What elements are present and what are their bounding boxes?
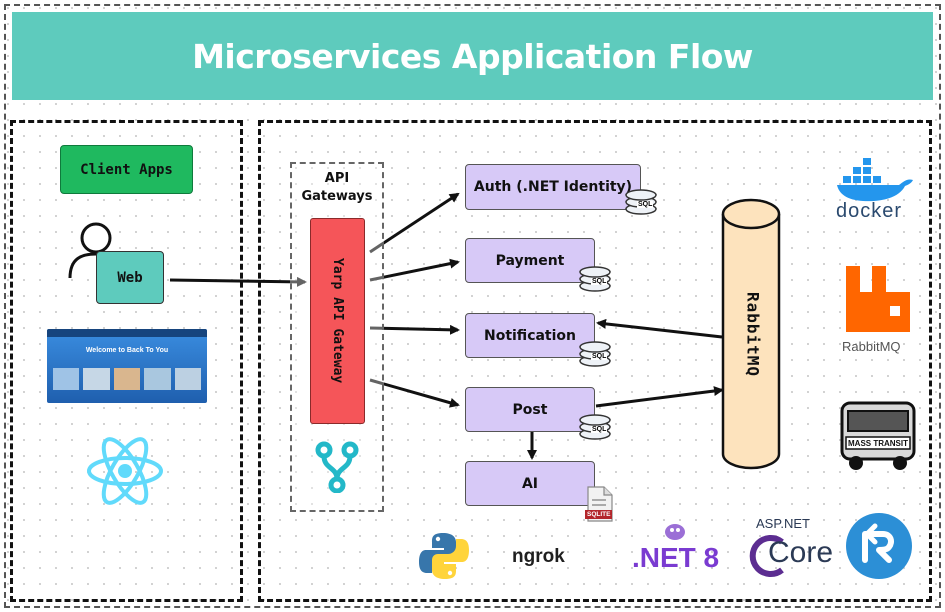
aspnet-core-label: Core	[768, 536, 834, 569]
aspnet-core-logo: ASP.NET Core	[748, 516, 833, 582]
masstransit-logo: MASS TRANSIT	[836, 393, 920, 473]
api-gateways-heading: API Gateways	[301, 171, 373, 204]
rabbitmq-label: RabbitMQ	[743, 292, 763, 378]
diagram-title: Microservices Application Flow	[192, 36, 753, 76]
auth-sql-label: SQL	[637, 201, 654, 208]
ngrok-logo: ngrok	[512, 546, 565, 567]
backend-panel	[258, 120, 932, 602]
payment-service: Payment	[465, 238, 595, 283]
arrow-rabbitmq-to-notification	[596, 318, 723, 339]
auth-service: Auth (.NET Identity)	[465, 164, 641, 210]
payment-sql-db-icon: SQL	[577, 262, 613, 292]
ai-service: AI	[465, 461, 595, 506]
auth-sql-db-icon: SQL	[623, 185, 659, 215]
rabbitmq-logo: RabbitMQ	[840, 262, 916, 358]
yarp-api-gateway: Yarp API Gateway	[310, 218, 365, 424]
payment-sql-label: SQL	[591, 278, 608, 285]
sqlite-label: SQLITE	[585, 510, 613, 519]
notification-sql-label: SQL	[591, 353, 608, 360]
sqlite-file-icon: SQLITE	[584, 486, 616, 522]
arrow-post-to-rabbitmq	[595, 386, 724, 408]
arrow-gateway-to-payment	[369, 258, 460, 282]
notification-sql-db-icon: SQL	[577, 337, 613, 367]
rabbitmq-cylinder	[721, 198, 781, 470]
python-logo	[419, 533, 469, 579]
docker-wordmark: docker	[836, 200, 903, 222]
arrow-gateway-to-auth	[369, 192, 460, 254]
client-apps-label: Client Apps	[60, 145, 193, 194]
masstransit-wordmark: MASS TRANSIT	[848, 439, 908, 448]
git-branch-icon	[315, 441, 359, 493]
rabbitmq-wordmark: RabbitMQ	[842, 339, 901, 354]
dotnet8-wordmark: .NET 8	[632, 542, 720, 573]
aspnet-top-label: ASP.NET	[756, 516, 810, 531]
title-bar: Microservices Application Flow	[12, 12, 933, 100]
web-app-screenshot: Welcome to Back To You	[47, 329, 207, 403]
arrow-gateway-to-post	[369, 378, 460, 408]
client-panel	[10, 120, 243, 602]
web-client-box: Web	[96, 251, 164, 304]
screenshot-banner: Welcome to Back To You	[85, 347, 169, 354]
arrow-gateway-to-notification	[369, 324, 460, 335]
post-sql-db-icon: SQL	[577, 410, 613, 440]
arrow-web-to-gateway	[169, 276, 307, 287]
post-service: Post	[465, 387, 595, 432]
rabbitmq-label-wrap: RabbitMQ	[728, 215, 778, 455]
dotnet8-logo: .NET 8	[630, 518, 724, 578]
refit-logo	[846, 513, 912, 579]
post-sql-label: SQL	[591, 426, 608, 433]
notification-service: Notification	[465, 313, 595, 358]
yarp-label: Yarp API Gateway	[330, 258, 345, 384]
outer-frame	[4, 4, 941, 608]
docker-logo: docker	[833, 152, 921, 226]
react-icon	[87, 437, 163, 505]
